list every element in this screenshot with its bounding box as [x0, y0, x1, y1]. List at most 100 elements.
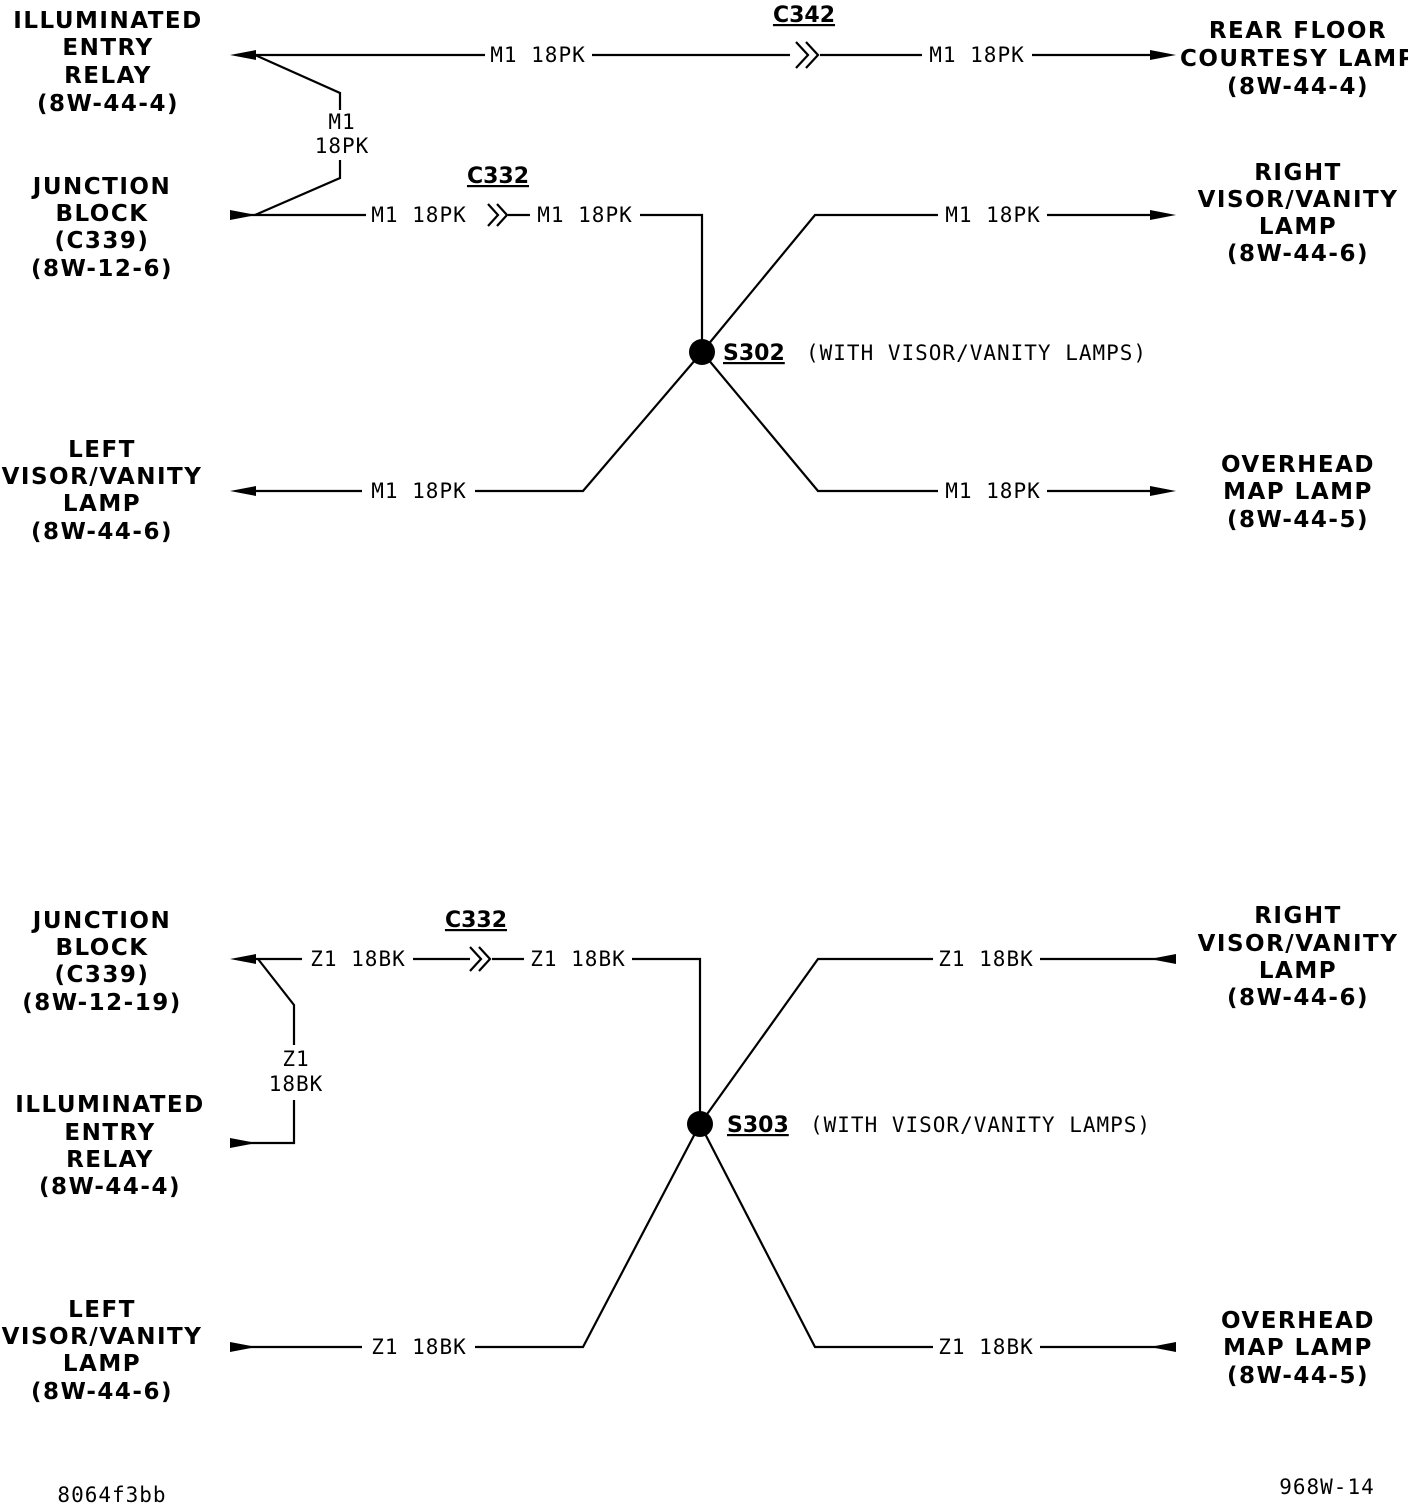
component-label-line: RELAY — [66, 1147, 154, 1173]
overhead-map-lamp-top: OVERHEAD MAP LAMP (8W-44-5) — [1221, 452, 1375, 533]
arrow-to-junction-block — [230, 954, 256, 964]
jumper-wire-lower-top — [254, 160, 342, 217]
component-label-line: RELAY — [64, 63, 152, 89]
illuminated-entry-relay-top: ILLUMINATED ENTRY RELAY (8W-44-4) — [13, 8, 202, 117]
component-label-line: (8W-44-6) — [31, 519, 173, 545]
rear-floor-courtesy-lamp: REAR FLOOR COURTESY LAMP (8W-44-4) — [1180, 18, 1408, 100]
splice-s302-note: (WITH VISOR/VANITY LAMPS) — [806, 341, 1147, 365]
wire-s302-to-right-visor — [701, 213, 1160, 353]
component-label-line: (8W-44-6) — [31, 1379, 173, 1405]
wire-label: M1 18PK — [537, 203, 633, 227]
component-label-line: MAP LAMP — [1223, 1335, 1373, 1361]
component-label-line: LAMP — [1259, 214, 1337, 240]
junction-block-bottom: JUNCTION BLOCK (C339) (8W-12-19) — [22, 908, 180, 1016]
junction-block-top: JUNCTION BLOCK (C339) (8W-12-6) — [31, 174, 173, 282]
component-label-line: JUNCTION — [31, 908, 171, 934]
component-label-line: OVERHEAD — [1221, 452, 1375, 478]
wire-label: Z1 18BK — [938, 1335, 1034, 1359]
component-label-line: LAMP — [1259, 958, 1337, 984]
top-circuit: M1 18PK M1 18PK M1 18PK M1 18PK M1 18PK … — [2, 3, 1408, 545]
component-label-line: ENTRY — [62, 35, 153, 61]
c342-connector-symbol — [795, 41, 820, 69]
overhead-map-lamp-bottom: OVERHEAD MAP LAMP (8W-44-5) — [1221, 1308, 1374, 1389]
arrow-from-left-visor-lamp — [230, 1342, 256, 1352]
component-label-line: (8W-44-4) — [1227, 74, 1369, 100]
jumper-wire-gauge: 18BK — [269, 1072, 324, 1096]
c332-connector-symbol-bottom — [469, 946, 492, 972]
component-label-line: BLOCK — [55, 201, 148, 227]
component-label-line: ILLUMINATED — [13, 8, 202, 34]
wire-s303-to-right-visor — [699, 957, 1160, 1125]
wire-label: Z1 18BK — [530, 947, 626, 971]
wire-label: M1 18PK — [945, 479, 1041, 503]
connector-c332-label: C332 — [467, 164, 529, 189]
component-label-line: RIGHT — [1254, 903, 1342, 929]
footer-page-ref: 968W-14 — [1279, 1475, 1375, 1499]
illuminated-entry-relay-bottom: ILLUMINATED ENTRY RELAY (8W-44-4) — [15, 1092, 204, 1200]
jumper-wire-upper-top — [254, 53, 342, 110]
component-label-line: (8W-44-4) — [37, 91, 179, 117]
jumper-wire-gauge: 18PK — [315, 134, 370, 158]
component-label-line: ENTRY — [64, 1120, 155, 1146]
wire-label: Z1 18BK — [371, 1335, 467, 1359]
wire-label: M1 18PK — [945, 203, 1041, 227]
component-label-line: BLOCK — [55, 935, 148, 961]
component-label-line: ILLUMINATED — [15, 1092, 204, 1118]
component-label-line: (8W-44-6) — [1227, 241, 1369, 267]
wire-label: Z1 18BK — [938, 947, 1034, 971]
wire-s303-to-overhead — [699, 1123, 1160, 1349]
component-label-line: REAR FLOOR — [1209, 18, 1387, 44]
wire-label: Z1 18BK — [310, 947, 406, 971]
component-label-line: VISOR/VANITY — [1198, 187, 1399, 213]
footer-image-code: 8064f3bb — [57, 1483, 166, 1507]
component-label-line: (8W-44-4) — [39, 1174, 181, 1200]
s302-splice-dot — [689, 339, 715, 365]
component-label-line: LEFT — [68, 1297, 136, 1323]
component-label-line: JUNCTION — [31, 174, 171, 200]
arrow-from-right-visor-lamp — [1150, 954, 1176, 964]
wire-s302-to-left-visor — [245, 351, 703, 493]
component-label-line: MAP LAMP — [1223, 479, 1373, 505]
arrow-to-illuminated-entry-relay — [230, 50, 256, 60]
component-label-line: (8W-12-6) — [31, 256, 173, 282]
connector-c332-label: C332 — [445, 908, 507, 933]
arrow-from-junction-block — [230, 210, 256, 220]
arrow-from-illuminated-entry-relay — [230, 1138, 256, 1148]
jumper-wire-upper-bottom — [257, 958, 296, 1045]
component-label-line: (C339) — [55, 962, 150, 988]
wire-label: M1 18PK — [371, 203, 467, 227]
right-visor-vanity-lamp-top: RIGHT VISOR/VANITY LAMP (8W-44-6) — [1198, 160, 1399, 267]
left-visor-vanity-lamp-bottom: LEFT VISOR/VANITY LAMP (8W-44-6) — [2, 1297, 203, 1405]
component-label-line: RIGHT — [1254, 160, 1342, 186]
splice-s303-note: (WITH VISOR/VANITY LAMPS) — [810, 1113, 1151, 1137]
wire-label: M1 18PK — [371, 479, 467, 503]
jumper-wire-circuit: Z1 — [282, 1047, 309, 1071]
component-label-line: (8W-44-5) — [1227, 507, 1369, 533]
arrow-to-rear-floor-lamp — [1150, 50, 1176, 60]
component-label-line: (C339) — [55, 228, 150, 254]
arrow-to-overhead-map-lamp — [1150, 486, 1176, 496]
component-label-line: VISOR/VANITY — [2, 464, 203, 490]
wire-c332-to-s302 — [508, 213, 704, 352]
arrow-to-left-visor-lamp — [230, 486, 256, 496]
jumper-wire-lower-bottom — [245, 1100, 296, 1145]
bottom-circuit: Z1 18BK Z1 18BK Z1 18BK Z1 18BK Z1 18BK … — [2, 903, 1399, 1405]
connector-c342-label: C342 — [773, 3, 835, 28]
component-label-line: COURTESY LAMP — [1180, 46, 1408, 72]
component-label-line: VISOR/VANITY — [2, 1324, 203, 1350]
s303-splice-dot — [687, 1111, 713, 1137]
right-visor-vanity-lamp-bottom: RIGHT VISOR/VANITY LAMP (8W-44-6) — [1198, 903, 1399, 1011]
component-label-line: LEFT — [68, 437, 136, 463]
component-label-line: LAMP — [63, 1351, 141, 1377]
component-label-line: VISOR/VANITY — [1198, 931, 1399, 957]
arrow-from-overhead-map-lamp — [1150, 1342, 1176, 1352]
jumper-wire-circuit: M1 — [328, 110, 355, 134]
wire-s302-to-overhead — [701, 351, 1160, 493]
wire-c332-to-s303 — [492, 957, 702, 1124]
splice-s303-label: S303 — [727, 1113, 789, 1138]
left-visor-vanity-lamp-top: LEFT VISOR/VANITY LAMP (8W-44-6) — [2, 437, 203, 545]
component-label-line: (8W-44-5) — [1227, 1363, 1369, 1389]
wire-label: M1 18PK — [490, 43, 586, 67]
